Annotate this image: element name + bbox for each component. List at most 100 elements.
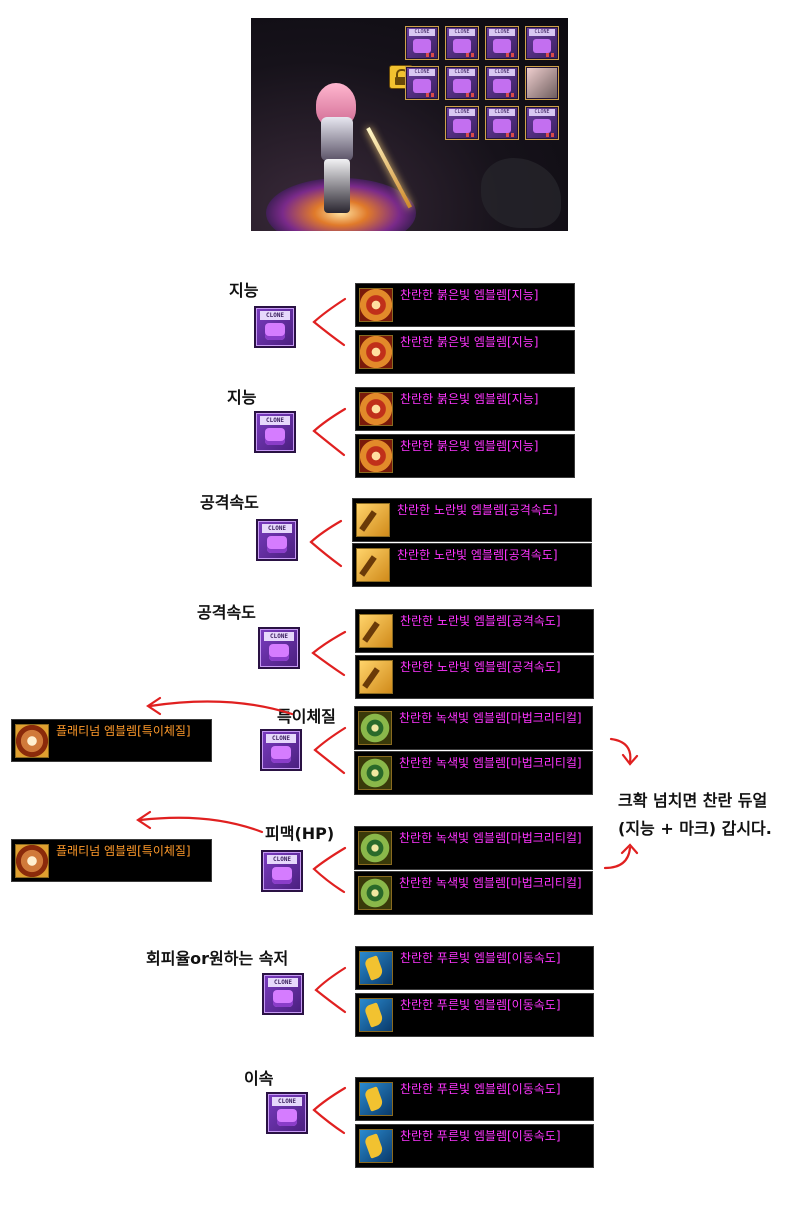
avatar-clone-icon[interactable]: CLONE: [260, 729, 302, 771]
emblem-name: 찬란한 푸른빛 엠블렘[이동속도]: [400, 1082, 561, 1096]
emblem-name: 찬란한 붉은빛 엠블렘[지능]: [400, 392, 539, 406]
note-arrow: [609, 737, 632, 764]
avatar-slot-label: 공격속도: [197, 603, 256, 622]
background-rock: [481, 158, 561, 228]
platinum-arrow-head: [146, 696, 162, 716]
green-emblem-icon: [358, 876, 392, 910]
avatar-clone-icon[interactable]: CLONE: [261, 850, 303, 892]
avatar-slot[interactable]: CLONE: [525, 106, 559, 140]
emblem-tooltip: 찬란한 노란빛 엠블렘[공격속도]: [352, 543, 592, 587]
avatar-slot[interactable]: CLONE: [445, 26, 479, 60]
clone-tag: CLONE: [449, 69, 475, 76]
platinum-emblem-tooltip: 플래티넘 엠블렘[특이체질]: [11, 839, 212, 882]
red-emblem-icon: [359, 392, 393, 426]
emblem-name: 찬란한 노란빛 엠블렘[공격속도]: [397, 548, 558, 562]
clone-tag: CLONE: [409, 29, 435, 36]
emblem-tooltip: 찬란한 녹색빛 엠블렘[마법크리티컬]: [354, 871, 593, 915]
clone-tag: CLONE: [529, 29, 555, 36]
platinum-emblem-tooltip: 플래티넘 엠블렘[특이체질]: [11, 719, 212, 762]
emblem-name: 찬란한 붉은빛 엠블렘[지능]: [400, 439, 539, 453]
note-arrow-head: [620, 843, 639, 855]
note-line-1: 크확 넘치면 찬란 듀얼: [618, 791, 768, 810]
emblem-tooltip: 찬란한 노란빛 엠블렘[공격속도]: [355, 655, 594, 699]
emblem-socket-dots: [466, 93, 476, 97]
emblem-tooltip: 찬란한 노란빛 엠블렘[공격속도]: [355, 609, 594, 653]
emblem-socket-dots: [546, 133, 556, 137]
avatar-slot[interactable]: CLONE: [485, 106, 519, 140]
emblem-name: 찬란한 녹색빛 엠블렘[마법크리티컬]: [399, 876, 582, 890]
avatar-item-glyph-icon: [265, 428, 285, 445]
emblem-name: 찬란한 푸른빛 엠블렘[이동속도]: [400, 1129, 561, 1143]
avatar-clone-icon[interactable]: CLONE: [266, 1092, 308, 1134]
emblem-tooltip: 찬란한 푸른빛 엠블렘[이동속도]: [355, 1124, 594, 1168]
platinum-arrow: [138, 816, 264, 834]
clone-tag: CLONE: [489, 69, 515, 76]
emblem-name: 찬란한 붉은빛 엠블렘[지능]: [400, 288, 539, 302]
clone-tag: CLONE: [529, 109, 555, 116]
green-emblem-icon: [358, 831, 392, 865]
avatar-slot-label: 공격속도: [200, 493, 259, 512]
emblem-name: 찬란한 노란빛 엠블렘[공격속도]: [397, 503, 558, 517]
avatar-item-icon: [493, 79, 511, 93]
clone-tag: CLONE: [268, 978, 298, 987]
clone-tag: CLONE: [272, 1097, 302, 1106]
avatar-slot-label: 회피율or원하는 속저: [146, 949, 289, 968]
avatar-slot[interactable]: CLONE: [445, 66, 479, 100]
avatar-slot-label: 이속: [244, 1069, 274, 1088]
clone-tag: CLONE: [449, 29, 475, 36]
emblem-tooltip: 찬란한 붉은빛 엠블렘[지능]: [355, 283, 575, 327]
avatar-clone-icon[interactable]: CLONE: [262, 973, 304, 1015]
note-arrow: [603, 846, 632, 870]
yellow-emblem-icon: [356, 503, 390, 537]
avatar-item-icon: [453, 79, 471, 93]
emblem-socket-dots: [466, 133, 476, 137]
avatar-slot[interactable]: CLONE: [405, 66, 439, 100]
platinum-emblem-icon: [15, 724, 49, 758]
bracket-arrow: [309, 519, 343, 568]
platinum-emblem-name: 플래티넘 엠블렘[특이체질]: [56, 724, 191, 738]
avatar-slot[interactable]: CLONE: [525, 26, 559, 60]
emblem-socket-dots: [426, 53, 436, 57]
emblem-tooltip: 찬란한 노란빛 엠블렘[공격속도]: [352, 498, 592, 542]
yellow-emblem-icon: [359, 614, 393, 648]
avatar-slot[interactable]: CLONE: [405, 26, 439, 60]
avatar-item-glyph-icon: [272, 867, 292, 884]
platinum-emblem-name: 플래티넘 엠블렘[특이체질]: [56, 844, 191, 858]
platinum-arrow: [148, 700, 294, 716]
avatar-clone-icon[interactable]: CLONE: [254, 411, 296, 453]
clone-tag: CLONE: [260, 311, 290, 320]
clone-tag: CLONE: [266, 734, 296, 743]
emblem-name: 찬란한 노란빛 엠블렘[공격속도]: [400, 614, 561, 628]
avatar-slot[interactable]: CLONE: [485, 26, 519, 60]
avatar-item-icon: [413, 79, 431, 93]
emblem-socket-dots: [546, 53, 556, 57]
emblem-tooltip: 찬란한 녹색빛 엠블렘[마법크리티컬]: [354, 826, 593, 870]
blue-emblem-icon: [359, 998, 393, 1032]
bracket-arrow: [312, 297, 347, 347]
emblem-socket-dots: [426, 93, 436, 97]
avatar-slot[interactable]: CLONE: [445, 106, 479, 140]
blue-emblem-icon: [359, 951, 393, 985]
avatar-slot[interactable]: CLONE: [485, 66, 519, 100]
emblem-tooltip: 찬란한 붉은빛 엠블렘[지능]: [355, 330, 575, 374]
clone-tag: CLONE: [489, 109, 515, 116]
platinum-emblem-icon: [15, 844, 49, 878]
avatar-clone-icon[interactable]: CLONE: [254, 306, 296, 348]
platinum-arrow-head: [136, 810, 152, 830]
red-emblem-icon: [359, 288, 393, 322]
note-line-2: (지능 + 마크) 갑시다.: [618, 819, 772, 838]
emblem-socket-dots: [506, 93, 516, 97]
green-emblem-icon: [358, 756, 392, 790]
avatar-clone-icon[interactable]: CLONE: [258, 627, 300, 669]
blue-emblem-icon: [359, 1082, 393, 1116]
note-arrow-head: [621, 753, 639, 766]
avatar-clone-icon[interactable]: CLONE: [256, 519, 298, 561]
bracket-arrow: [314, 966, 347, 1014]
avatar-item-glyph-icon: [267, 536, 287, 553]
avatar-item-icon: [493, 119, 511, 133]
emblem-socket-dots: [506, 133, 516, 137]
avatar-item-icon: [533, 39, 551, 53]
avatar-slot[interactable]: [525, 66, 559, 100]
emblem-socket-dots: [466, 53, 476, 57]
emblem-tooltip: 찬란한 푸른빛 엠블렘[이동속도]: [355, 1077, 594, 1121]
